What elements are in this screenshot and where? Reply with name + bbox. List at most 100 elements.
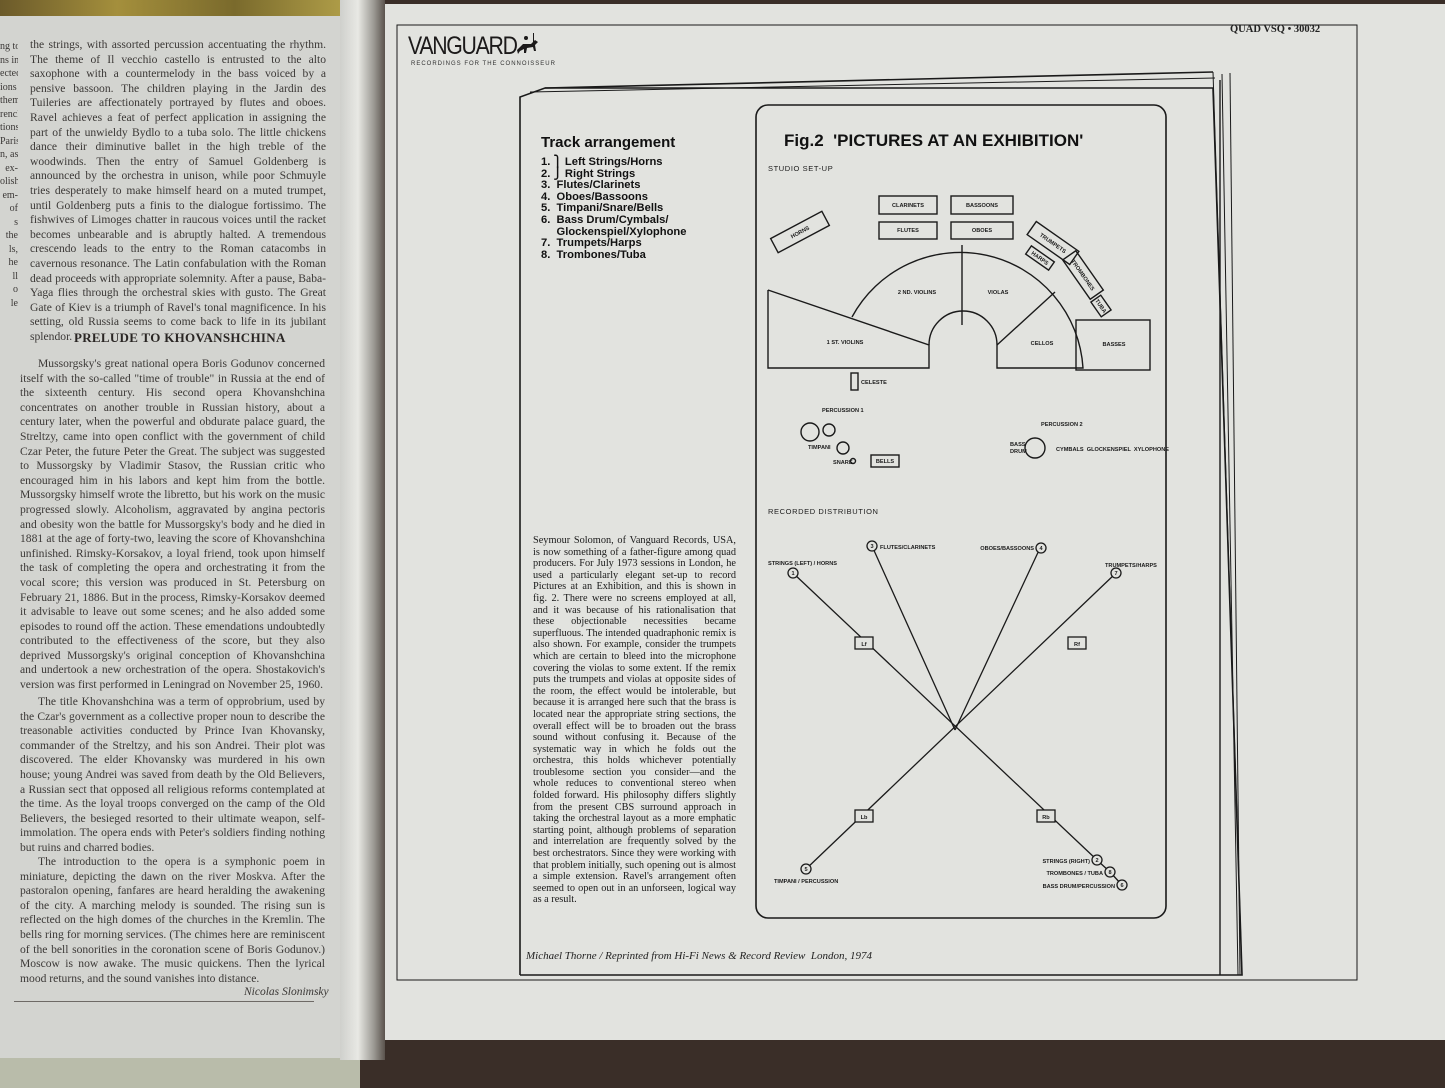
cut-line: ions a	[0, 81, 18, 93]
cut-line: them	[0, 95, 18, 106]
bells-label: BELLS	[876, 459, 895, 465]
distribution-heading: RECORDED DISTRIBUTION	[768, 507, 879, 516]
figure-panel	[755, 104, 1167, 919]
channel-lb: Lb	[861, 815, 868, 821]
distribution-diagram	[787, 540, 1128, 891]
source-label: TROMBONES / TUBA	[1046, 871, 1103, 877]
paragraph-text: The introduction to the opera is a symph…	[20, 855, 325, 985]
author-signature: Nicolas Slonimsky	[244, 986, 329, 998]
cut-line: s	[14, 216, 18, 228]
bass-label: BASS	[1010, 442, 1026, 448]
divider	[14, 1001, 314, 1002]
section-2nd-violins: 2 ND. VIOLINS	[898, 290, 936, 296]
section-horns: HORNS	[790, 225, 811, 240]
cut-line: Paris	[0, 135, 18, 147]
page-frame	[396, 24, 1358, 981]
channel-rb: Rb	[1042, 815, 1050, 821]
cut-line: he	[8, 257, 18, 268]
paragraph-text: Mussorgsky's great national opera Boris …	[20, 357, 325, 692]
source-number: 8	[1108, 870, 1111, 876]
vanguard-horse-icon	[517, 33, 538, 54]
cut-line: ng to	[0, 41, 18, 52]
studio-setup-heading: STUDIO SET-UP	[768, 164, 833, 173]
section-heading: PRELUDE TO KHOVANSHCHINA	[74, 330, 286, 345]
source-label: STRINGS (RIGHT)	[1042, 859, 1090, 865]
source-label: FLUTES/CLARINETS	[880, 545, 936, 551]
source-number: 3	[870, 544, 873, 550]
gatefold-spine	[340, 0, 385, 1060]
section-cellos: CELLOS	[1031, 341, 1054, 347]
source-number: 2	[1095, 858, 1098, 864]
percussion1-heading: PERCUSSION 1	[822, 408, 864, 414]
track-item: 7. Trumpets/Harps	[541, 237, 642, 250]
table-surface	[0, 1058, 360, 1088]
section-oboes: OBOES	[972, 228, 992, 234]
vanguard-logo: VANGUARD	[408, 32, 518, 60]
section-violas: VIOLAS	[988, 290, 1009, 296]
cut-line: of	[9, 203, 18, 214]
source-number: 1	[791, 571, 794, 577]
cut-line: em-	[2, 189, 18, 201]
section-flutes: FLUTES	[897, 228, 919, 234]
track-item: 2. ⎭ Right Strings	[541, 167, 636, 180]
section-1st-violins: 1 ST. VIOLINS	[827, 340, 864, 346]
cut-line: o	[13, 284, 18, 295]
article-text: Seymour Solomon, of Vanguard Records, US…	[533, 535, 736, 906]
source-number: 4	[1039, 546, 1043, 552]
track-list: 1. ⎫ Left Strings/Horns 2. ⎭ Right Strin…	[541, 156, 687, 261]
cut-line: ns in	[0, 54, 18, 66]
source-number: 5	[804, 867, 807, 873]
cut-line: the	[5, 230, 18, 241]
cut-line: ex-	[5, 162, 18, 174]
section-celeste: CELESTE	[861, 380, 887, 386]
channel-rf: Rf	[1074, 642, 1080, 648]
section-bassoons: BASSOONS	[966, 203, 998, 209]
source-number: 7	[1114, 571, 1117, 577]
track-item: 5. Timpani/Snare/Bells	[541, 202, 664, 215]
cut-line: le	[10, 297, 18, 309]
left-page	[0, 10, 352, 1060]
drum-label: DRUM	[1010, 449, 1027, 455]
track-item: 3. Flutes/Clarinets	[541, 179, 641, 192]
channel-lf: Lf	[861, 642, 866, 648]
seating-plan	[767, 195, 1151, 468]
cut-line: n, as	[0, 149, 18, 160]
track-item: 8. Trombones/Tuba	[541, 248, 646, 261]
cut-line: olish	[0, 176, 18, 187]
percussion2-heading: PERCUSSION 2	[1041, 422, 1083, 428]
track-item: 6. Bass Drum/Cymbals/	[541, 213, 669, 226]
logo-tagline: RECORDINGS FOR THE CONNOISSEUR	[411, 61, 556, 67]
track-item: Glockenspiel/Xylophone	[541, 225, 687, 238]
liner-notes-paragraph: The title Khovanshchina was a term of op…	[20, 695, 325, 856]
percussion2-instruments: CYMBALS GLOCKENSPIEL XYLOPHONE	[1056, 447, 1169, 453]
cut-line: tions.	[0, 122, 18, 133]
book-illustration	[519, 71, 1243, 976]
section-clarinets: CLARINETS	[892, 203, 924, 209]
timpani-label: TIMPANI	[808, 445, 831, 451]
source-number: 6	[1120, 883, 1123, 889]
cut-line: ll	[12, 270, 18, 282]
track-arrangement-title: Track arrangement	[541, 134, 676, 151]
cut-off-column: ng to ns in ected ions a them rench tions. Pari…	[0, 40, 18, 320]
source-label: TRUMPETS/HARPS	[1105, 563, 1157, 569]
source-label: TIMPANI / PERCUSSION	[774, 879, 838, 885]
section-basses: BASSES	[1102, 342, 1125, 348]
paragraph-text: The title Khovanshchina was a term of op…	[20, 695, 325, 854]
cover-edge	[0, 0, 352, 16]
liner-notes-paragraph: Mussorgsky's great national opera Boris …	[20, 357, 325, 693]
figure-caption: Michael Thorne / Reprinted from Hi-Fi Ne…	[526, 950, 872, 962]
source-label: STRINGS (LEFT) / HORNS	[768, 561, 837, 567]
source-label: OBOES/BASSOONS	[980, 546, 1034, 552]
cut-line: ls,	[8, 243, 18, 255]
liner-notes-paragraph: the strings, with assorted percussion ac…	[30, 38, 326, 343]
snare-label: SNARE	[833, 460, 853, 466]
right-page	[382, 4, 1445, 1040]
figure-title: Fig.2 'PICTURES AT AN EXHIBITION'	[784, 131, 1084, 150]
cut-line: ected	[0, 68, 18, 79]
source-label: BASS DRUM/PERCUSSION	[1043, 884, 1115, 890]
cut-line: rench	[0, 108, 18, 120]
track-item: 4. Oboes/Bassoons	[541, 190, 648, 203]
track-item: 1. ⎫ Left Strings/Horns	[541, 156, 663, 168]
catalog-number: QUAD VSQ • 30032	[1230, 24, 1321, 35]
